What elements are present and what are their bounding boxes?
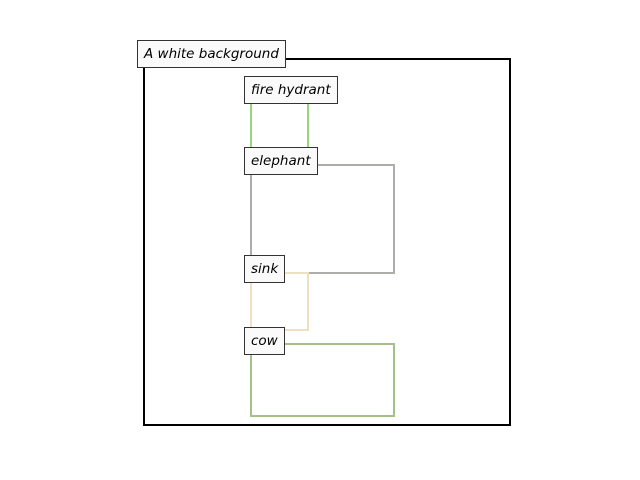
elephant-label: elephant <box>244 147 318 175</box>
cow-label: cow <box>244 327 285 355</box>
fire-hydrant-label: fire hydrant <box>244 76 338 104</box>
background-label: A white background <box>137 40 286 68</box>
cow-box <box>250 343 395 417</box>
background-box <box>143 58 511 426</box>
sink-label: sink <box>244 255 286 283</box>
elephant-box <box>250 164 395 274</box>
